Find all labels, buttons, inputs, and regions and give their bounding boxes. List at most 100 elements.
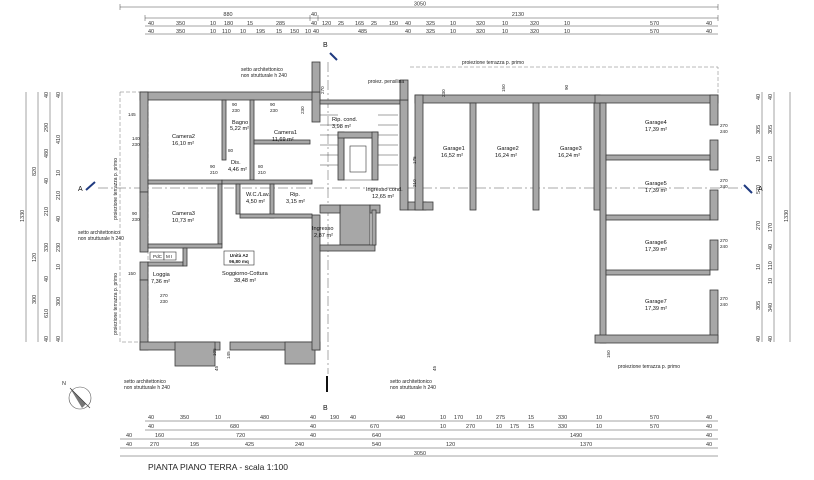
svg-text:240: 240 [720,244,728,249]
svg-text:195: 195 [190,442,199,448]
svg-text:N: N [62,381,66,387]
dim-t2-13: 325 [426,21,435,27]
svg-text:A: A [78,186,83,193]
svg-text:300: 300 [56,297,62,306]
svg-text:175: 175 [412,156,417,164]
svg-text:170: 170 [454,415,463,421]
svg-text:90: 90 [232,102,238,107]
svg-text:10: 10 [496,424,502,430]
svg-text:45: 45 [432,365,437,371]
room-name: Garage4 [645,120,667,126]
svg-text:330: 330 [558,424,567,430]
svg-text:270: 270 [466,424,475,430]
svg-text:40: 40 [44,276,50,282]
svg-text:175: 175 [510,424,519,430]
svg-text:40: 40 [148,424,154,430]
left-dimensions: 1330 820 120 300 40 290 480 40 210 330 4… [20,92,63,342]
svg-text:150: 150 [501,84,506,92]
svg-text:145: 145 [128,112,136,117]
svg-text:240: 240 [295,442,304,448]
svg-text:270: 270 [720,238,728,243]
room-area: 11,69 m² [272,137,294,143]
svg-text:90: 90 [132,211,138,216]
svg-text:45: 45 [214,365,219,371]
unit-box: Unità A2 96,80 mq [223,250,255,266]
svg-text:270: 270 [720,178,728,183]
svg-text:570: 570 [650,415,659,421]
svg-text:40: 40 [56,336,62,342]
bottom-dimensions: 40 350 10 480 40 190 40 440 10 170 10 27… [120,415,718,457]
svg-text:230: 230 [441,89,446,97]
dim-t3-5: 195 [256,29,265,35]
svg-text:570: 570 [650,424,659,430]
dim-t2-18: 10 [564,21,570,27]
svg-text:290: 290 [44,123,50,132]
room-area: 3,15 m² [286,199,305,205]
svg-text:230: 230 [270,108,278,113]
room-area: 10,73 m² [172,218,194,224]
svg-text:210: 210 [412,179,417,187]
svg-text:305: 305 [768,125,774,134]
svg-text:40: 40 [44,92,50,98]
dim-t2-8: 25 [338,21,344,27]
dim-t3-3: 110 [222,29,231,35]
svg-text:570: 570 [756,185,762,194]
room-name: Garage5 [645,181,667,187]
room-area: 16,10 m² [172,141,194,147]
room-area: 17,39 m² [645,127,667,133]
svg-text:170: 170 [768,223,774,232]
section-marker-a-left: A [78,181,96,193]
room-area: 4,46 m² [228,167,247,173]
dim-t3-9: 40 [313,29,319,35]
room-name: Garage2 [497,146,519,152]
room-area: 17,39 m² [645,247,667,253]
room-name: Camera2 [172,134,195,140]
svg-text:230: 230 [160,299,168,304]
svg-text:40: 40 [706,424,712,430]
dim-t3-18: 570 [650,29,659,35]
dim-t2-15: 320 [476,21,485,27]
svg-text:210: 210 [56,191,62,200]
svg-text:B: B [323,42,328,49]
svg-text:105: 105 [212,348,217,356]
dim-t2-10: 25 [371,21,377,27]
svg-text:110: 110 [768,261,774,270]
svg-text:40: 40 [310,415,316,421]
svg-text:proiez. pensilina: proiez. pensilina [368,79,404,85]
svg-text:440: 440 [396,415,405,421]
svg-text:40: 40 [126,433,132,439]
dim-top-row1-a: 880 [223,12,232,18]
svg-text:A: A [758,186,763,193]
svg-text:10: 10 [768,156,774,162]
svg-text:40: 40 [350,415,356,421]
svg-text:15: 15 [528,415,534,421]
dim-t3-10: 485 [358,29,367,35]
room-name: W.C./Lav. [246,192,270,198]
dim-t2-11: 150 [389,21,398,27]
room-area: 16,52 m² [441,153,463,159]
svg-text:140: 140 [132,136,140,141]
svg-text:270: 270 [150,442,159,448]
svg-text:10: 10 [440,415,446,421]
room-area: 2,87 m² [314,233,333,239]
svg-text:40: 40 [126,442,132,448]
room-name: Garage1 [443,146,465,152]
dim-t2-6: 40 [311,21,317,27]
dim-t2-9: 165 [355,21,364,27]
dim-t3-6: 15 [276,29,282,35]
pdc-box: PdC M I [149,251,177,261]
room-area: 12,65 m² [372,194,394,200]
svg-text:setto architettonico: setto architettonico [78,230,120,236]
svg-text:330: 330 [44,243,50,252]
svg-text:setto architettonico: setto architettonico [124,379,166,385]
dim-t2-0: 40 [148,21,154,27]
svg-text:40: 40 [56,216,62,222]
svg-text:1330: 1330 [784,210,790,222]
svg-text:425: 425 [245,442,254,448]
svg-text:10: 10 [56,264,62,270]
svg-text:90: 90 [564,84,569,90]
svg-text:B: B [323,405,328,412]
svg-text:90: 90 [270,102,276,107]
svg-text:340: 340 [768,303,774,312]
